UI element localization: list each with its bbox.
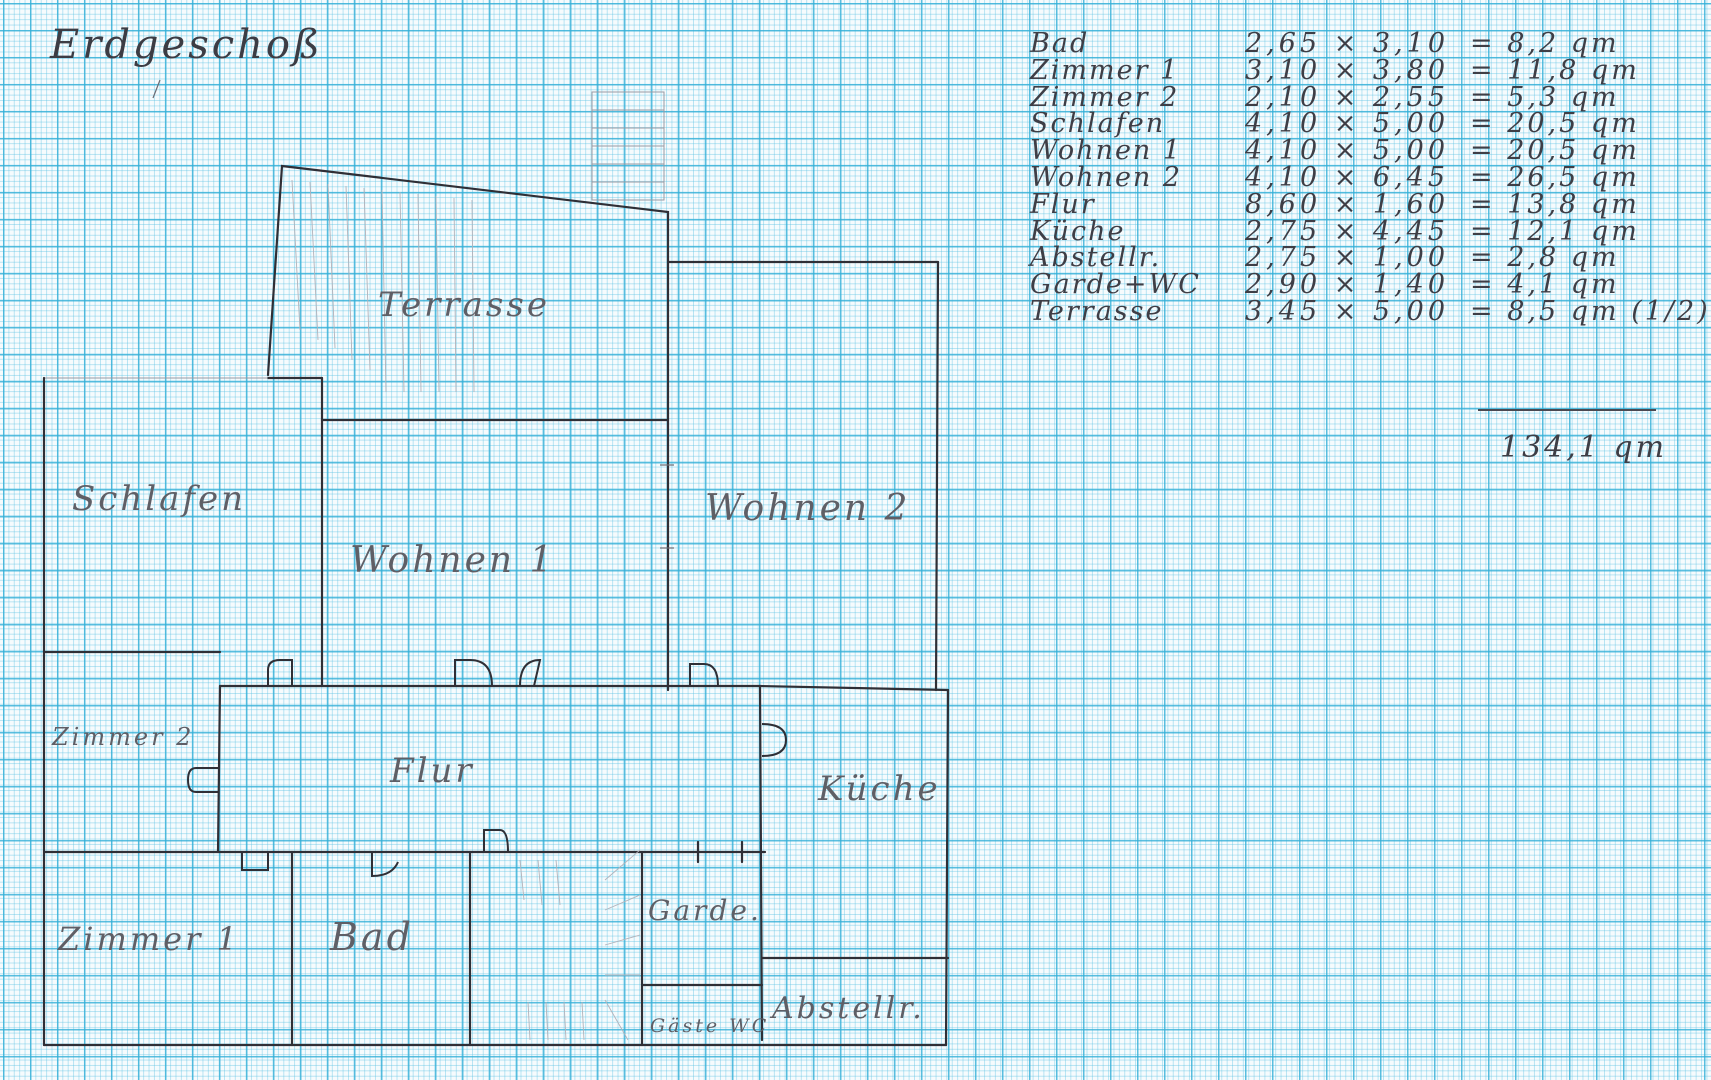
area-row-area: = 11,8 qm bbox=[1470, 54, 1640, 86]
terrace-outline bbox=[266, 164, 670, 377]
room-label-abstellr: Abstellr. bbox=[769, 991, 925, 1026]
area-row-area: = 13,8 qm bbox=[1470, 188, 1640, 220]
area-row-dims: 2,10 × 2,55 bbox=[1245, 81, 1450, 113]
area-row-area: = 12,1 qm bbox=[1470, 215, 1640, 247]
area-row: Schlafen 4,10 × 5,00 = 20,5 qm bbox=[1030, 110, 1670, 137]
area-row-area: = 8,5 qm (1/2) bbox=[1470, 295, 1711, 327]
area-row: Wohnen 2 4,10 × 6,45 = 26,5 qm bbox=[1030, 164, 1670, 191]
room-label-schlafen: Schlafen bbox=[72, 479, 246, 519]
area-row: Terrasse 3,45 × 5,00 = 8,5 qm (1/2) bbox=[1030, 295, 1708, 327]
room-label-wohnen2: Wohnen 2 bbox=[705, 488, 910, 529]
walls bbox=[42, 164, 950, 1047]
area-row-room: Zimmer 2 bbox=[1030, 81, 1180, 113]
area-row-area: = 8,2 qm bbox=[1470, 28, 1620, 59]
area-row-area: = 2,8 qm bbox=[1470, 242, 1620, 274]
area-row-dims: 3,10 × 3,80 bbox=[1245, 54, 1450, 86]
room-label-bad: Bad bbox=[329, 915, 414, 959]
area-row-room: Wohnen 1 bbox=[1030, 135, 1183, 167]
room-label-zimmer2: Zimmer 2 bbox=[51, 723, 194, 751]
area-row: Küche 2,75 × 4,45 = 12,1 qm bbox=[1030, 218, 1670, 245]
area-row-room: Küche bbox=[1030, 215, 1126, 247]
area-row: Zimmer 1 3,10 × 3,80 = 11,8 qm bbox=[1030, 57, 1670, 84]
terrace-hatching bbox=[291, 179, 475, 393]
area-row-room: Flur bbox=[1030, 188, 1096, 220]
area-row-dims: 4,10 × 5,00 bbox=[1245, 135, 1450, 167]
doors bbox=[186, 658, 788, 878]
area-row-dims: 2,65 × 3,10 bbox=[1245, 28, 1450, 59]
room-label-wohnen1: Wohnen 1 bbox=[350, 540, 555, 581]
area-row-room: Abstellr. bbox=[1030, 242, 1162, 274]
area-row-dims: 4,10 × 6,45 bbox=[1245, 161, 1450, 193]
room-labels: Terrasse Schlafen Wohnen 1 Wohnen 2 Zimm… bbox=[51, 285, 941, 1037]
area-row: Wohnen 1 4,10 × 5,00 = 20,5 qm bbox=[1030, 137, 1670, 164]
area-row-dims: 2,75 × 4,45 bbox=[1245, 215, 1450, 247]
stair-sketch bbox=[591, 91, 665, 201]
area-row-dims: 8,60 × 1,60 bbox=[1245, 188, 1450, 220]
area-row-area: = 4,1 qm bbox=[1470, 269, 1620, 301]
area-row-room: Bad bbox=[1030, 28, 1090, 59]
area-row-dims: 2,75 × 1,00 bbox=[1245, 242, 1450, 274]
area-total: 134,1 qm bbox=[1500, 430, 1668, 465]
area-row-area: = 20,5 qm bbox=[1470, 135, 1640, 167]
sheet-title: Erdgeschoß bbox=[49, 22, 323, 68]
room-label-gaestewc: Gäste WC bbox=[650, 1015, 769, 1037]
area-row-area: = 26,5 qm bbox=[1470, 161, 1640, 193]
area-row-area: = 5,3 qm bbox=[1470, 81, 1620, 113]
area-row-room: Schlafen bbox=[1030, 108, 1166, 140]
area-row: Bad 2,65 × 3,10 = 8,2 qm bbox=[1030, 30, 1670, 57]
room-label-terrasse: Terrasse bbox=[378, 285, 550, 325]
area-row-room: Garde+WC bbox=[1030, 269, 1201, 301]
area-row-dims: 3,45 × 5,00 bbox=[1245, 295, 1450, 327]
area-table: Bad 2,65 × 3,10 = 8,2 qm Zimmer 1 3,10 × 3,8… bbox=[1030, 30, 1708, 327]
area-row-room: Zimmer 1 bbox=[1030, 54, 1180, 86]
area-row-room: Wohnen 2 bbox=[1030, 161, 1183, 193]
area-row: Abstellr. 2,75 × 1,00 = 2,8 qm bbox=[1030, 244, 1670, 271]
area-row-room: Terrasse bbox=[1030, 295, 1164, 327]
total-underline bbox=[1478, 409, 1656, 411]
room-label-zimmer1: Zimmer 1 bbox=[57, 920, 240, 958]
title-underline-stroke bbox=[152, 79, 161, 99]
area-row: Garde+WC 2,90 × 1,40 = 4,1 qm bbox=[1030, 271, 1670, 298]
room-label-flur: Flur bbox=[389, 751, 475, 791]
stair-hatching bbox=[519, 849, 641, 1041]
area-row: Zimmer 2 2,10 × 2,55 = 5,3 qm bbox=[1030, 84, 1670, 111]
area-row: Flur 8,60 × 1,60 = 13,8 qm bbox=[1030, 191, 1670, 218]
area-row-dims: 2,90 × 1,40 bbox=[1245, 269, 1450, 301]
room-label-kueche: Küche bbox=[817, 769, 941, 809]
room-label-garderobe: Garde. bbox=[648, 894, 762, 927]
area-row-area: = 20,5 qm bbox=[1470, 108, 1640, 140]
area-row-dims: 4,10 × 5,00 bbox=[1245, 108, 1450, 140]
